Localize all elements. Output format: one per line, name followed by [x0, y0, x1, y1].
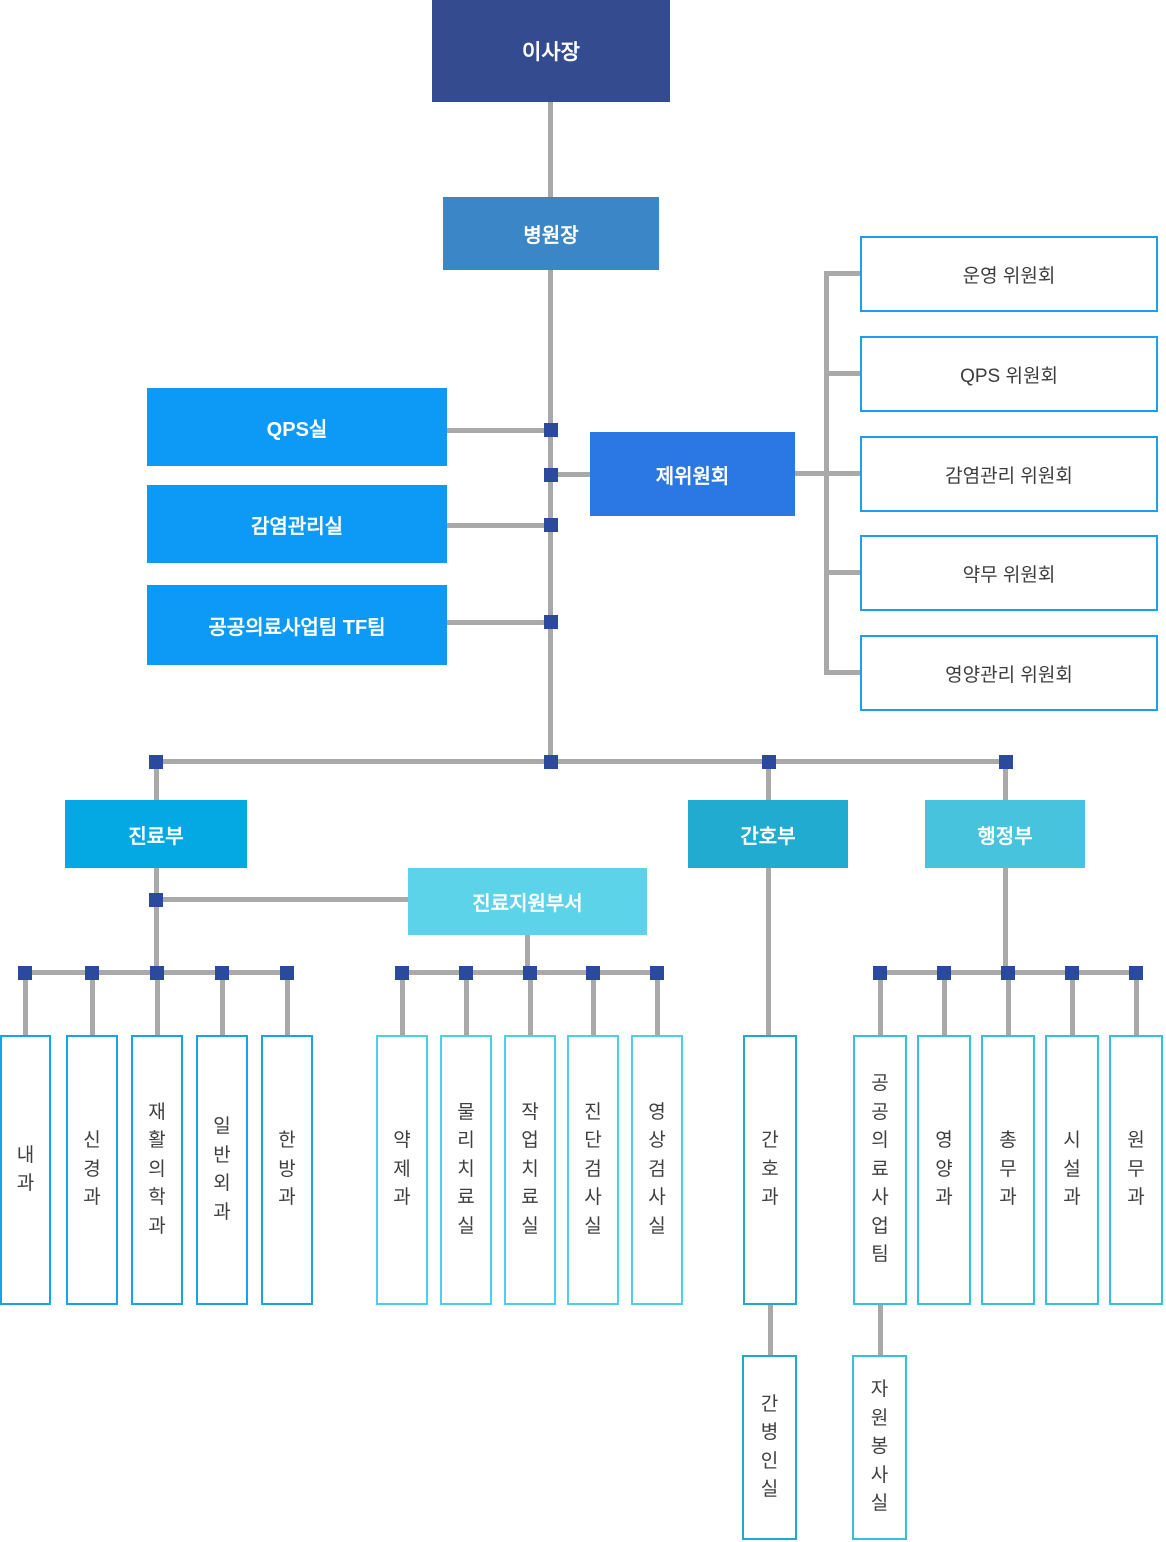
committee-hub-box[interactable]: 제위원회	[590, 432, 795, 516]
connector-node	[544, 423, 558, 437]
committee-box-nutrition[interactable]: 영양관리 위원회	[860, 635, 1158, 711]
connector-node	[459, 966, 473, 980]
infection-control-office-box[interactable]: 감염관리실	[147, 485, 447, 563]
connector-line	[528, 973, 533, 1035]
public-medical-tf-box[interactable]: 공공의료사업팀 TF팀	[147, 585, 447, 665]
connector-line	[824, 271, 829, 675]
connector-line	[1006, 973, 1011, 1035]
connector-node	[1065, 966, 1079, 980]
connector-node	[85, 966, 99, 980]
connector-line	[525, 935, 530, 973]
connector-line	[400, 973, 405, 1035]
connector-line	[824, 371, 860, 376]
connector-line	[655, 973, 660, 1035]
connector-line	[548, 270, 553, 762]
connector-line	[591, 973, 596, 1035]
connector-line	[878, 973, 883, 1035]
connector-node	[149, 755, 163, 769]
connector-line	[548, 102, 553, 197]
connector-node	[149, 893, 163, 907]
connector-line	[824, 670, 860, 675]
connector-line	[1134, 973, 1139, 1035]
connector-line	[824, 570, 860, 575]
committee-box-qps[interactable]: QPS 위원회	[860, 336, 1158, 412]
connector-node	[544, 468, 558, 482]
connector-node	[1001, 966, 1015, 980]
connector-node	[544, 518, 558, 532]
committee-box-operations[interactable]: 운영 위원회	[860, 236, 1158, 312]
connector-line	[90, 973, 95, 1035]
connector-line	[220, 973, 225, 1035]
connector-line	[878, 1305, 883, 1355]
connector-line	[1070, 973, 1075, 1035]
admin-dept-box[interactable]: 행정부	[925, 800, 1085, 868]
connector-line	[154, 762, 159, 800]
chairman-box[interactable]: 이사장	[432, 0, 670, 102]
connector-line	[766, 762, 771, 800]
connector-node	[1129, 966, 1143, 980]
connector-line	[156, 897, 408, 902]
connector-node	[395, 966, 409, 980]
connector-node	[762, 755, 776, 769]
committee-box-pharmacy[interactable]: 약무 위원회	[860, 535, 1158, 611]
connector-line	[285, 973, 290, 1035]
connector-node	[544, 615, 558, 629]
connector-line	[155, 973, 160, 1035]
connector-line	[447, 428, 551, 433]
support-dept-box[interactable]: 진료지원부서	[408, 868, 647, 935]
connector-node	[650, 966, 664, 980]
connector-node	[544, 755, 558, 769]
connector-node	[873, 966, 887, 980]
connector-line	[447, 620, 551, 625]
connector-line	[1003, 762, 1008, 800]
connector-line	[824, 271, 860, 276]
medical-dept-box[interactable]: 진료부	[65, 800, 247, 868]
connector-line	[768, 1305, 773, 1355]
connector-node	[150, 966, 164, 980]
nursing-dept-box[interactable]: 간호부	[688, 800, 848, 868]
connector-node	[280, 966, 294, 980]
connector-line	[1003, 868, 1008, 973]
connector-line	[447, 523, 551, 528]
connector-node	[215, 966, 229, 980]
connector-node	[18, 966, 32, 980]
hospital-director-box[interactable]: 병원장	[443, 197, 659, 270]
committee-box-infection[interactable]: 감염관리 위원회	[860, 436, 1158, 512]
connector-line	[23, 973, 28, 1035]
connector-line	[551, 472, 590, 477]
qps-office-box[interactable]: QPS실	[147, 388, 447, 466]
connector-line	[156, 759, 1006, 764]
connector-node	[937, 966, 951, 980]
connector-node	[586, 966, 600, 980]
connector-node	[523, 966, 537, 980]
connector-line	[766, 868, 771, 1035]
connector-line	[464, 973, 469, 1035]
connector-node	[999, 755, 1013, 769]
connector-line	[942, 973, 947, 1035]
connector-line	[154, 868, 159, 973]
